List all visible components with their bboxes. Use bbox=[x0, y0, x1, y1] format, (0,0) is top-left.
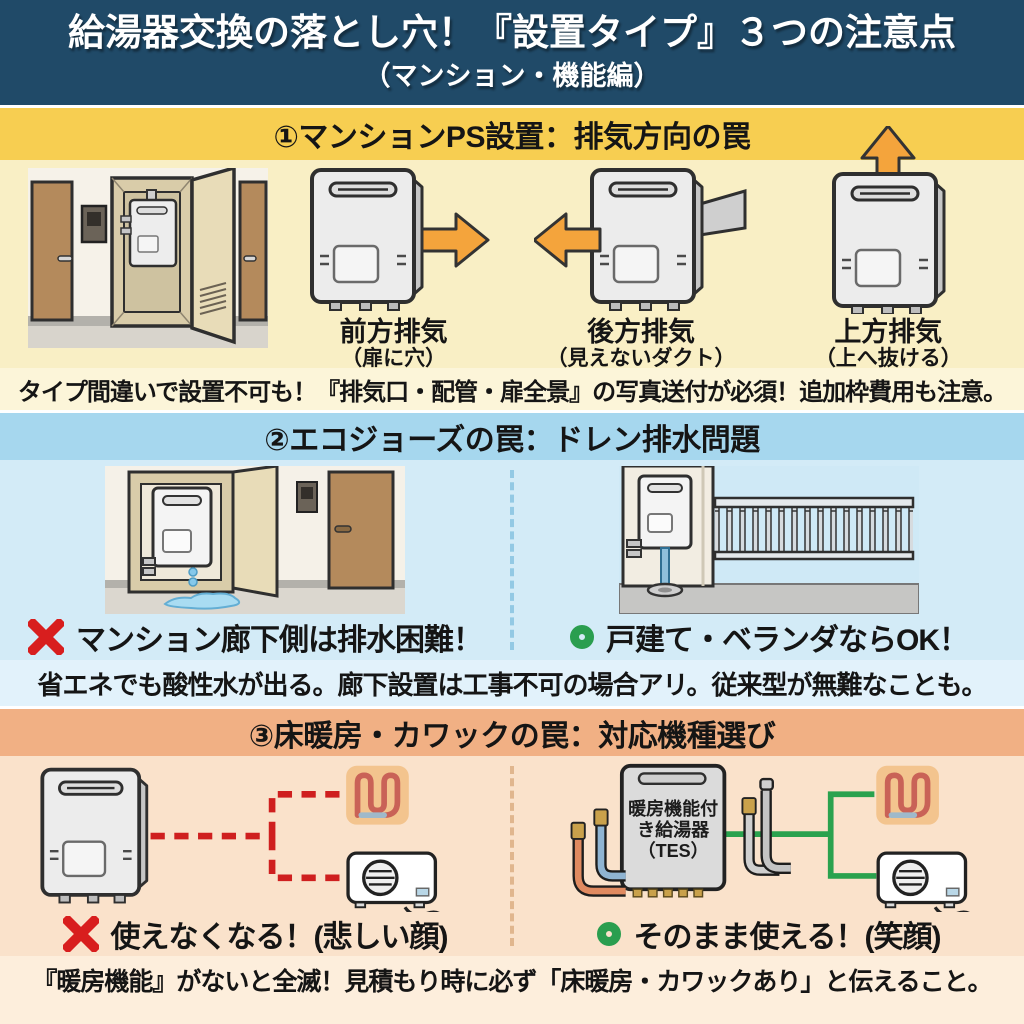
heater-front-exhaust-illustration bbox=[310, 168, 490, 312]
section2-bad-half: マンション廊下側は排水困難！ bbox=[0, 460, 510, 660]
right-door bbox=[238, 180, 268, 322]
exhaust-rear-label: 後方排気 bbox=[586, 317, 695, 347]
section2-body: マンション廊下側は排水困難！ bbox=[0, 460, 1024, 660]
section3-divider bbox=[510, 766, 514, 946]
exhaust-rear-column: 後方排気 （見えないダクト） bbox=[519, 160, 762, 371]
section2-divider bbox=[510, 470, 514, 650]
page-subtitle: （マンション・機能編） bbox=[363, 61, 661, 92]
circle-ok-icon bbox=[597, 922, 622, 946]
section3-good-text: そのまま使える！(笑顔) bbox=[633, 921, 941, 954]
left-door bbox=[30, 180, 74, 322]
section3-good-status: そのまま使える！(笑顔) bbox=[597, 912, 942, 956]
bath-dryer-icon bbox=[346, 851, 443, 912]
exhaust-top-column: 上方排気 （上へ抜ける） bbox=[767, 126, 1010, 371]
section1-body: 前方排気 （扉に穴） 後方排気 （見えないダクト） bbox=[0, 126, 1024, 371]
rear-duct bbox=[698, 189, 747, 237]
section3-heading: ③床暖房・カワックの罠：対応機種選び bbox=[0, 706, 1024, 756]
corridor-ps-illustration bbox=[28, 168, 268, 348]
section2-caption: 省エネでも酸性水が出る。廊下設置は工事不可の場合アリ。従来型が無難なことも。 bbox=[0, 660, 1024, 706]
water-heater-icon bbox=[310, 168, 425, 312]
exhaust-rear-sublabel: （見えないダクト） bbox=[546, 347, 736, 371]
tes-heater-body bbox=[619, 763, 727, 892]
exhaust-top-sublabel: （上へ抜ける） bbox=[814, 347, 962, 371]
header-banner: 給湯器交換の落とし穴！『設置タイプ』３つの注意点 （マンション・機能編） bbox=[0, 0, 1024, 108]
cross-icon bbox=[28, 619, 64, 655]
incompatible-heater-diagram bbox=[40, 762, 443, 912]
corridor-leak-illustration bbox=[105, 466, 405, 614]
drain-pipe bbox=[660, 547, 670, 589]
cross-icon bbox=[63, 916, 99, 952]
water-heater-icon bbox=[40, 767, 149, 905]
section1-heading: ①マンションPS設置：排気方向の罠 bbox=[0, 108, 1024, 160]
railing-top bbox=[713, 496, 915, 509]
water-heater-icon bbox=[590, 168, 705, 312]
section2-good-text: 戸建て・ベランダならOK！ bbox=[606, 624, 969, 657]
ps-open-door bbox=[190, 168, 236, 345]
exhaust-top-label: 上方排気 bbox=[834, 317, 943, 347]
section3-body: 使えなくなる！(悲しい顔) 暖房機能付 き給湯器 （TES） bbox=[0, 756, 1024, 956]
section2-good-status: 戸建て・ベランダならOK！ bbox=[570, 614, 969, 660]
exhaust-front-sublabel: （扉に穴） bbox=[341, 347, 447, 371]
floor-heating-icon bbox=[346, 766, 409, 825]
tes-label-line1: 暖房機能付 bbox=[628, 798, 718, 819]
gas-pipe-gray bbox=[745, 813, 780, 874]
section2-heading: ②エコジョーズの罠：ドレン排水問題 bbox=[0, 410, 1024, 460]
section1-caption: タイプ間違いで設置不可も！『排気口・配管・扉全景』の写真送付が必須！追加枠費用も… bbox=[0, 368, 1024, 410]
exhaust-front-label: 前方排気 bbox=[339, 317, 448, 347]
water-drip bbox=[188, 567, 198, 577]
water-pipe-blue bbox=[597, 824, 626, 880]
section3-bad-status: 使えなくなる！(悲しい顔) bbox=[63, 912, 448, 956]
ps-open-door bbox=[231, 466, 279, 598]
section3-caption: 『暖房機能』がないと全滅！見積もり時に必ず「床暖房・カワックあり」と伝えること。 bbox=[0, 956, 1024, 1004]
section-heating-kawack: ③床暖房・カワックの罠：対応機種選び 使えなくなる！(悲しい顔) bbox=[0, 706, 1024, 1024]
water-drip bbox=[188, 577, 198, 587]
vent-pipe-gray bbox=[762, 790, 791, 872]
railing-bottom bbox=[713, 550, 915, 561]
tes-heater-diagram: 暖房機能付 き給湯器 （TES） bbox=[570, 762, 973, 912]
railing-bars bbox=[715, 507, 913, 552]
section2-bad-text: マンション廊下側は排水困難！ bbox=[76, 624, 483, 657]
heating-pipe-orange bbox=[574, 837, 626, 895]
section3-bad-text: 使えなくなる！(悲しい顔) bbox=[110, 921, 449, 954]
door-handle bbox=[57, 255, 73, 262]
bath-dryer-icon bbox=[876, 851, 973, 912]
exhaust-front-column: 前方排気 （扉に穴） bbox=[272, 160, 515, 371]
section2-good-half: 戸建て・ベランダならOK！ bbox=[514, 460, 1024, 660]
red-dashed-connector bbox=[150, 790, 345, 882]
green-connector bbox=[724, 791, 877, 879]
heater-rear-exhaust-illustration bbox=[534, 168, 747, 312]
arrow-right-icon bbox=[420, 212, 490, 268]
bottom-filler bbox=[0, 1004, 1024, 1024]
water-heater-icon bbox=[832, 172, 947, 314]
water-puddle bbox=[163, 592, 241, 610]
tes-label-line3: （TES） bbox=[638, 841, 709, 861]
tes-label-line2: き給湯器 bbox=[637, 819, 710, 840]
circle-ok-icon bbox=[570, 625, 594, 649]
section3-bad-half: 使えなくなる！(悲しい顔) bbox=[0, 756, 510, 956]
corridor-illustration-wrap bbox=[28, 160, 268, 368]
balcony-illustration bbox=[619, 466, 919, 614]
section-ecojozu-drain: ②エコジョーズの罠：ドレン排水問題 bbox=[0, 410, 1024, 706]
section2-bad-status: マンション廊下側は排水困難！ bbox=[28, 614, 483, 660]
heater-top-exhaust-illustration bbox=[832, 126, 947, 314]
section3-good-half: 暖房機能付 き給湯器 （TES） bbox=[514, 756, 1024, 956]
page-title: 給湯器交換の落とし穴！『設置タイプ』３つの注意点 bbox=[68, 11, 956, 53]
section-ps-exhaust: ①マンションPS設置：排気方向の罠 bbox=[0, 108, 1024, 410]
floor-heating-icon bbox=[876, 766, 939, 825]
